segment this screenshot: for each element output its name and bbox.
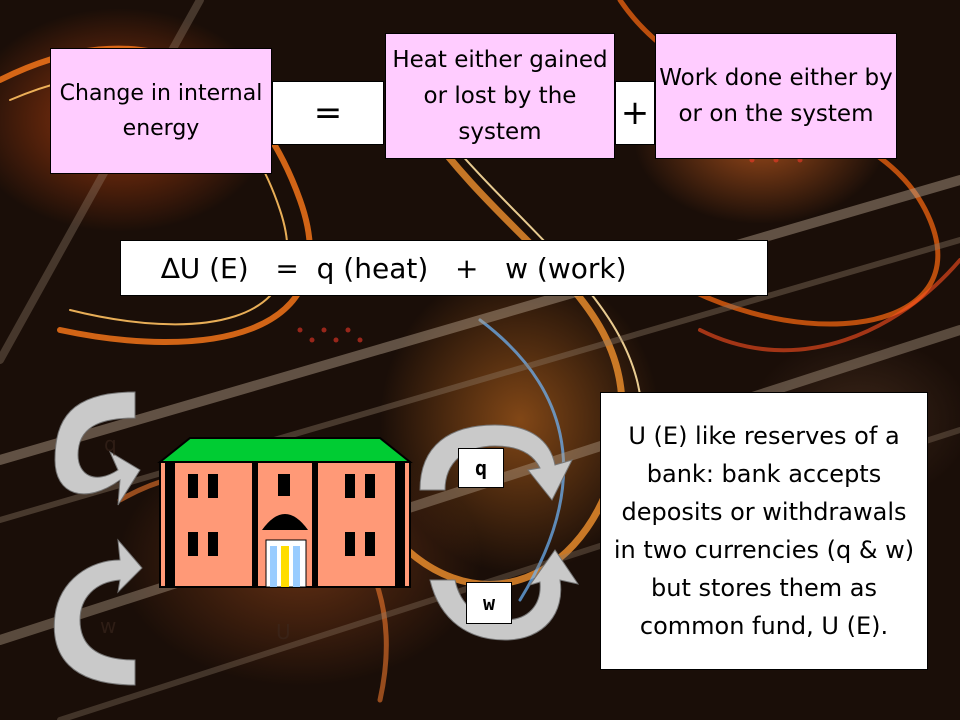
equals-sign: =	[313, 93, 343, 133]
left-curved-arrow-top-icon	[54, 391, 141, 506]
faint-w-label: w	[100, 614, 117, 638]
q-tag-label: q	[474, 456, 488, 480]
work-box: Work done either by or on the system	[655, 33, 897, 159]
change-in-internal-energy-box: Change in internal energy	[50, 48, 272, 174]
bank-analogy-note: U (E) like reserves of a bank: bank acce…	[600, 392, 928, 670]
w-arrow-tag: w	[466, 582, 512, 624]
first-law-formula: ∆U (E) = q (heat) + w (work)	[120, 240, 768, 296]
equals-box: =	[272, 81, 384, 145]
bank-building-icon	[157, 437, 413, 588]
left-curved-arrow-bottom-icon	[53, 538, 143, 686]
change-in-internal-energy-label: Change in internal energy	[59, 81, 263, 141]
w-tag-label: w	[482, 591, 496, 615]
faint-q-label: q	[104, 432, 117, 456]
bank-analogy-text: U (E) like reserves of a bank: bank acce…	[613, 422, 915, 640]
faint-u-label: U	[276, 620, 291, 644]
work-label: Work done either by or on the system	[659, 65, 893, 127]
plus-box: +	[615, 81, 655, 145]
heat-label: Heat either gained or lost by the system	[392, 47, 608, 145]
heat-box: Heat either gained or lost by the system	[385, 33, 615, 159]
formula-text: ∆U (E) = q (heat) + w (work)	[161, 251, 627, 285]
q-arrow-tag: q	[458, 448, 504, 488]
plus-sign: +	[620, 93, 650, 133]
